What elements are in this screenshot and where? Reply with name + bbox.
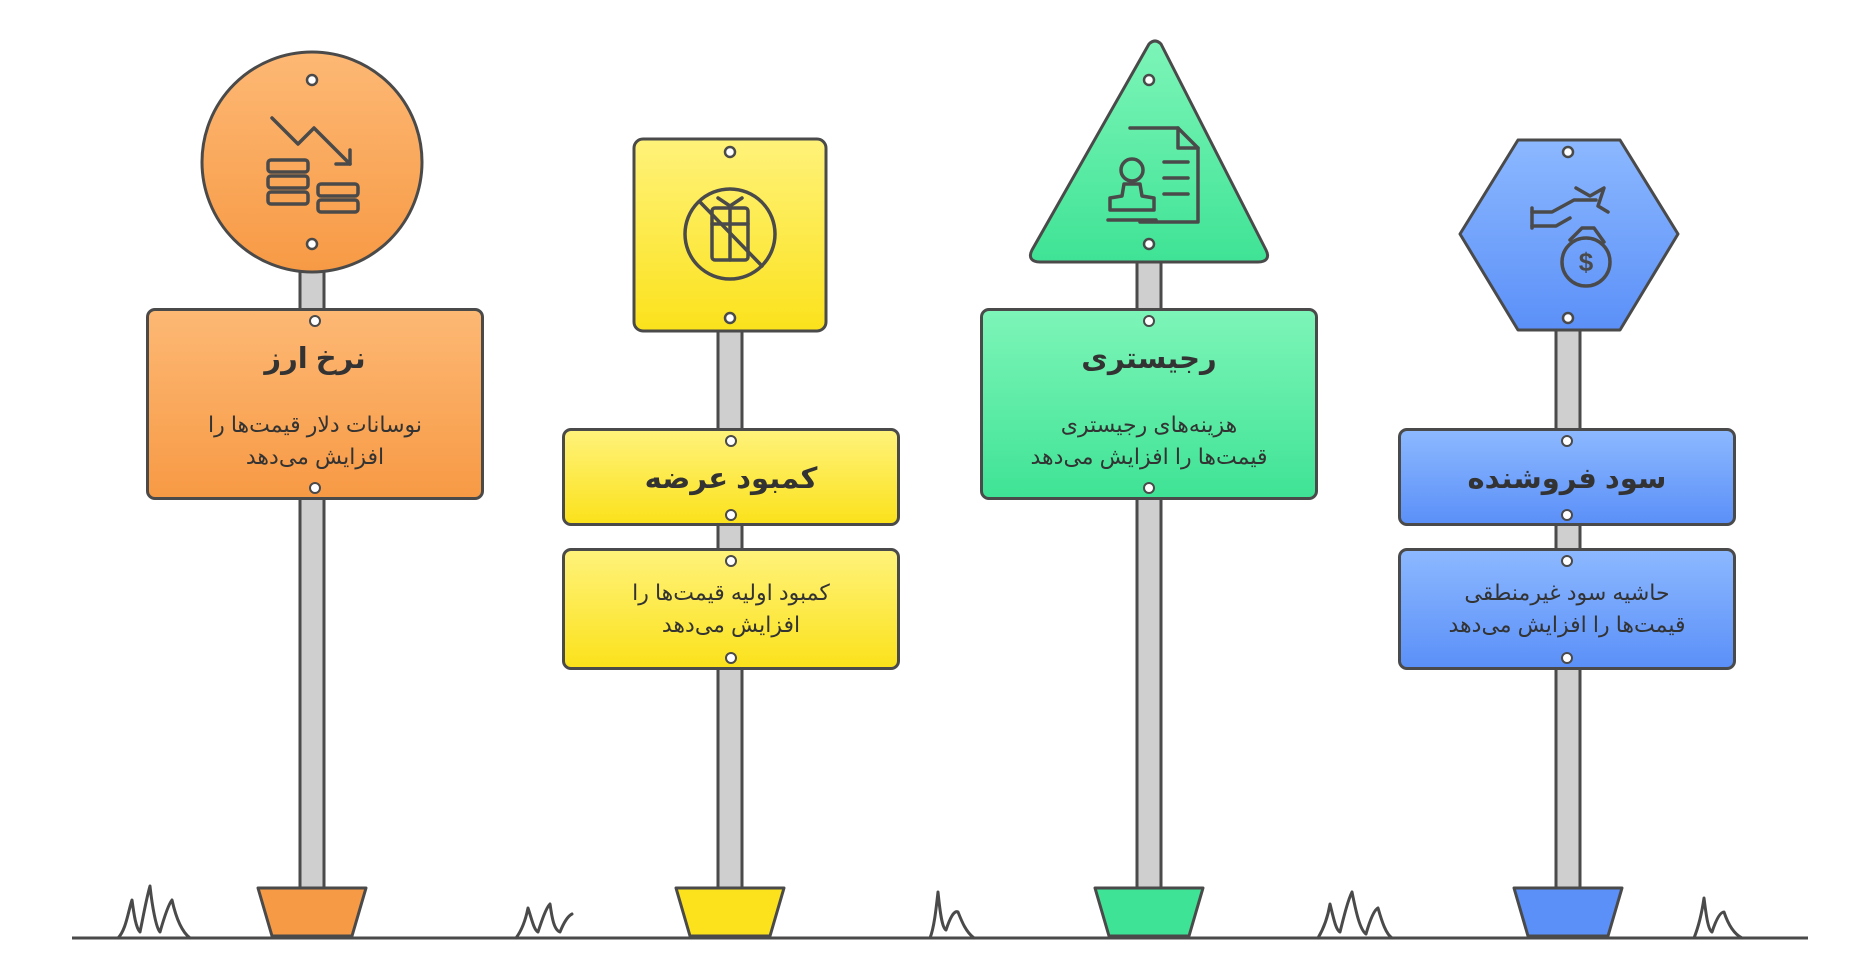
top-sign-circle <box>200 50 424 274</box>
base-3 <box>1093 886 1205 938</box>
sign-title: کمبود عرضه <box>644 463 818 495</box>
sign-title: رجیستری <box>1081 343 1217 375</box>
poles <box>298 248 1582 894</box>
sign-description: حاشیه سود غیرمنطقی قیمت‌ها را افزایش می‌… <box>1448 580 1686 637</box>
base-1 <box>256 886 368 938</box>
money-bag-hand-icon <box>1530 186 1612 288</box>
grass-tufts <box>116 884 1744 940</box>
sign-supply-shortage-desc: کمبود اولیه قیمت‌ها را افزایش می‌دهد <box>562 548 900 670</box>
sign-registry: رجیستری هزینه‌های رجیستری قیمت‌ها را افز… <box>980 308 1318 500</box>
falling-money-icon <box>266 116 360 214</box>
sign-title: نرخ ارز <box>264 343 366 375</box>
top-sign-triangle <box>1028 39 1270 264</box>
base-4 <box>1512 886 1624 938</box>
dollar-symbol: $ <box>1579 247 1594 277</box>
sign-title: سود فروشنده <box>1467 463 1667 495</box>
sign-seller-profit-title: سود فروشنده <box>1398 428 1736 526</box>
sign-exchange-rate: نرخ ارز نوسانات دلار قیمت‌ها را افزایش م… <box>146 308 484 500</box>
no-stock-icon <box>683 187 777 281</box>
sign-supply-shortage-title: کمبود عرضه <box>562 428 900 526</box>
registration-document-icon <box>1106 126 1200 224</box>
sign-seller-profit-desc: حاشیه سود غیرمنطقی قیمت‌ها را افزایش می‌… <box>1398 548 1736 670</box>
sign-description: کمبود اولیه قیمت‌ها را افزایش می‌دهد <box>632 580 830 637</box>
base-2 <box>674 886 786 938</box>
top-sign-hexagon <box>1458 138 1680 332</box>
sign-description: نوسانات دلار قیمت‌ها را افزایش می‌دهد <box>208 412 422 469</box>
sign-description: هزینه‌های رجیستری قیمت‌ها را افزایش می‌د… <box>1030 412 1268 469</box>
